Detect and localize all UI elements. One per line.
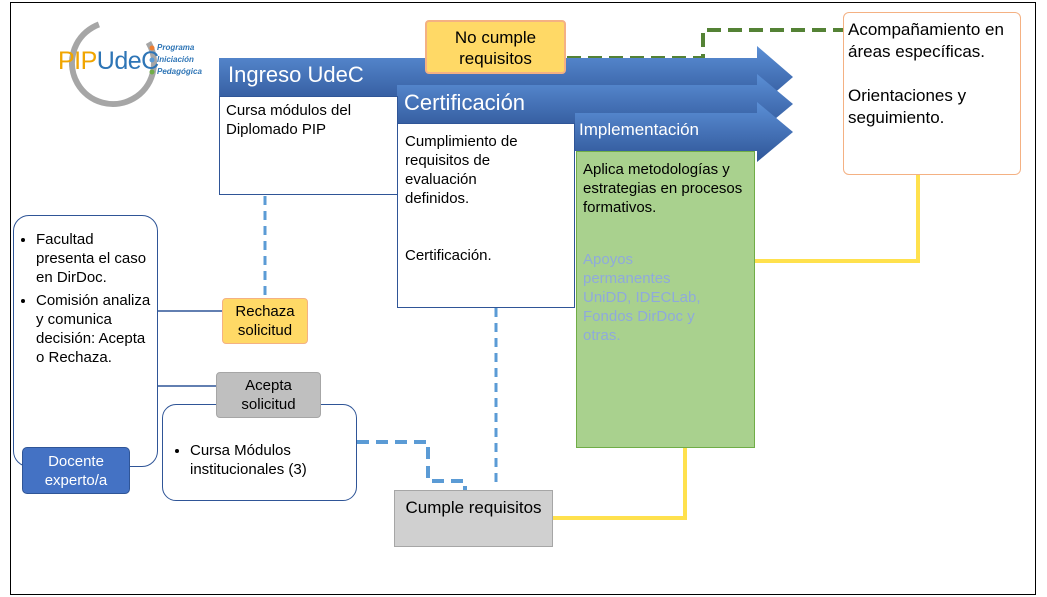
facultad-item-2: Comisión analiza y comunica decisión: Ac… xyxy=(36,291,153,367)
ingreso-body: Cursa módulos del Diplomado PIP xyxy=(226,102,352,138)
acompanamiento-box: Acompañamiento en áreas específicas. Ori… xyxy=(843,12,1021,175)
docente-label: Docente experto/a xyxy=(44,453,108,489)
implementacion-box: Aplica metodologías y estrategias en pro… xyxy=(576,151,755,448)
ingreso-box: Cursa módulos del Diplomado PIP xyxy=(219,96,398,195)
docente-badge: Docente experto/a xyxy=(22,447,130,494)
certificacion-box: Cumplimiento de requisitos de evaluación… xyxy=(397,123,575,308)
diagram-frame xyxy=(10,2,1036,595)
ingreso-title: Ingreso UdeC xyxy=(228,62,364,87)
implementacion-title: Implementación xyxy=(579,120,700,139)
logo-udec: UdeC xyxy=(96,47,159,75)
implementacion-arrow xyxy=(575,102,793,162)
no-cumple-label: No cumple requisitos xyxy=(454,28,537,68)
modulos-item: Cursa Módulos institucionales (3) xyxy=(190,441,352,479)
facultad-box: Facultad presenta el caso en DirDoc. Com… xyxy=(13,215,158,467)
logo-line-programa: Programa xyxy=(157,43,195,52)
no-cumple-box: No cumple requisitos xyxy=(425,20,566,74)
cumple-label: Cumple requisitos xyxy=(405,498,542,517)
implementacion-acompanamiento-line xyxy=(754,175,920,263)
implementacion-body: Aplica metodologías y estrategias en pro… xyxy=(583,161,743,216)
logo-line-pedagogica: Pedagógica xyxy=(157,67,202,76)
implementacion-apoyos: Apoyos permanentes UniDD, IDECLab, Fondo… xyxy=(583,251,701,344)
acompanamiento-line1: Acompañamiento en áreas específicas. xyxy=(848,20,1004,61)
cumple-box: Cumple requisitos xyxy=(394,490,553,547)
logo-line-iniciacion: Iniciación xyxy=(157,55,194,64)
acepta-box: Acepta solicitud xyxy=(216,372,321,418)
acompanamiento-line2: Orientaciones y seguimiento. xyxy=(848,86,967,127)
certificacion-title: Certificación xyxy=(404,90,526,115)
stage-arrows xyxy=(219,46,793,162)
cumple-implementacion-line xyxy=(553,448,687,520)
facultad-item-1: Facultad presenta el caso en DirDoc. xyxy=(36,230,153,287)
logo-pip: PIP xyxy=(58,47,97,75)
pipudec-logo: PIPUdeC Programa Iniciación Pedagógica xyxy=(58,18,218,108)
modulos-cumple-connector xyxy=(357,440,467,490)
certificacion-body: Cumplimiento de requisitos de evaluación… xyxy=(405,133,518,207)
certificacion-body-2: Certificación. xyxy=(405,247,492,264)
modulos-box: Cursa Módulos institucionales (3) xyxy=(162,404,357,501)
acepta-label: Acepta solicitud xyxy=(241,377,296,413)
rechaza-label: Rechaza solicitud xyxy=(235,303,295,339)
rechaza-box: Rechaza solicitud xyxy=(222,298,308,344)
logo-ring xyxy=(69,18,157,107)
